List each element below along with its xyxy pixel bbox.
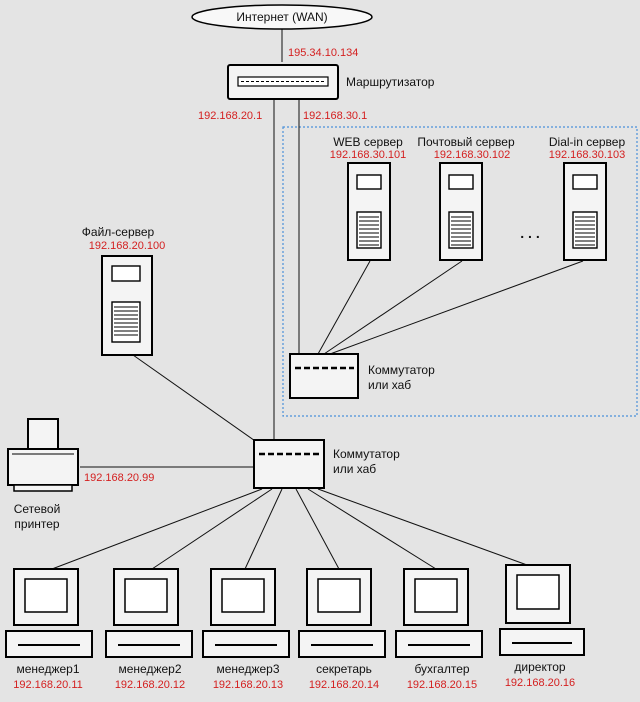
link-file-server-main-switch bbox=[132, 354, 259, 444]
workstation-1-ip: 192.168.20.11 bbox=[13, 679, 83, 691]
server-web-vent bbox=[356, 211, 382, 249]
server-dialin-drive bbox=[572, 174, 598, 190]
file-server-ip: 192.168.20.100 bbox=[89, 240, 165, 252]
link-dmz-switch-mail bbox=[323, 260, 463, 355]
printer-line2: принтер bbox=[14, 517, 60, 531]
main-switch-line2: или хаб bbox=[333, 462, 376, 476]
main-switch-icon bbox=[253, 439, 325, 489]
workstation-2-name: менеджер2 bbox=[118, 662, 181, 676]
internet-ip: 195.34.10.134 bbox=[288, 47, 358, 59]
main-switch-node: Коммутатор или хаб bbox=[253, 439, 400, 489]
router-ip-left: 192.168.20.1 bbox=[198, 110, 262, 122]
server-dialin-name: Dial-in сервер bbox=[549, 135, 626, 149]
link-switch-pc5 bbox=[307, 488, 437, 570]
servers-ellipsis: . . . bbox=[520, 225, 539, 241]
workstation-2: менеджер2 192.168.20.12 bbox=[105, 568, 193, 691]
link-dmz-switch-web bbox=[317, 260, 371, 355]
server-mail-ip: 192.168.30.102 bbox=[434, 149, 510, 161]
workstation-1: менеджер1 192.168.20.11 bbox=[5, 568, 93, 691]
router-node: Маршрутизатор 192.168.20.1 192.168.30.1 bbox=[198, 64, 435, 122]
workstation-3-ip: 192.168.20.13 bbox=[213, 679, 283, 691]
link-switch-pc4 bbox=[295, 488, 340, 570]
workstation-2-ip: 192.168.20.12 bbox=[115, 679, 185, 691]
link-switch-pc6 bbox=[317, 488, 539, 570]
internet-cloud-icon bbox=[191, 4, 373, 30]
link-switch-pc2 bbox=[151, 488, 273, 570]
link-dmz-switch-dialin bbox=[329, 260, 584, 355]
workstation-6: директор 192.168.20.16 bbox=[499, 564, 585, 689]
file-server-name: Файл-сервер bbox=[82, 225, 155, 239]
printer-icon bbox=[7, 418, 79, 492]
workstation-4-name: секретарь bbox=[316, 662, 372, 676]
workstation-4: секретарь 192.168.20.14 bbox=[298, 568, 386, 691]
printer-line1: Сетевой bbox=[14, 502, 61, 516]
router-ip-right: 192.168.30.1 bbox=[303, 110, 367, 122]
printer-ip: 192.168.20.99 bbox=[84, 472, 154, 484]
file-server-drive bbox=[111, 265, 141, 282]
workstation-5-ip: 192.168.20.15 bbox=[407, 679, 477, 691]
file-server-node: Файл-сервер 192.168.20.100 bbox=[82, 225, 165, 356]
file-server-vent bbox=[111, 301, 141, 343]
internet-node: Интернет (WAN) 195.34.10.134 bbox=[191, 4, 373, 59]
dmz-switch-line2: или хаб bbox=[368, 378, 411, 392]
workstation-6-ip: 192.168.20.16 bbox=[505, 677, 575, 689]
dmz-switch-node: Коммутатор или хаб bbox=[289, 353, 435, 399]
link-switch-pc3 bbox=[244, 488, 283, 570]
server-mail-name: Почтовый сервер bbox=[417, 135, 515, 149]
printer-node: 192.168.20.99 Сетевой принтер bbox=[7, 418, 154, 531]
server-web-ip: 192.168.30.101 bbox=[330, 149, 406, 161]
workstation-5: бухгалтер 192.168.20.15 bbox=[395, 568, 483, 691]
main-switch-line1: Коммутатор bbox=[333, 447, 400, 461]
server-mail: Почтовый сервер 192.168.30.102 bbox=[417, 135, 515, 261]
internet-label: Интернет (WAN) bbox=[236, 10, 327, 24]
workstation-6-name: директор bbox=[514, 660, 565, 674]
workstation-3: менеджер3 192.168.20.13 bbox=[202, 568, 290, 691]
workstation-3-name: менеджер3 bbox=[216, 662, 279, 676]
server-dialin: Dial-in сервер 192.168.30.103 bbox=[549, 135, 626, 261]
workstation-1-name: менеджер1 bbox=[16, 662, 79, 676]
server-dialin-ip: 192.168.30.103 bbox=[549, 149, 625, 161]
server-web: WEB сервер 192.168.30.101 bbox=[330, 135, 406, 261]
connections bbox=[51, 29, 584, 570]
server-mail-vent bbox=[448, 211, 474, 249]
server-web-name: WEB сервер bbox=[333, 135, 403, 149]
dmz-switch-line1: Коммутатор bbox=[368, 363, 435, 377]
dmz-switch-icon bbox=[289, 353, 359, 399]
server-mail-drive bbox=[448, 174, 474, 190]
link-switch-pc1 bbox=[51, 488, 263, 570]
workstation-4-ip: 192.168.20.14 bbox=[309, 679, 379, 691]
server-web-drive bbox=[356, 174, 382, 190]
server-dialin-vent bbox=[572, 211, 598, 249]
dmz-zone-border bbox=[282, 126, 638, 417]
router-label: Маршрутизатор bbox=[346, 75, 435, 89]
workstation-5-name: бухгалтер bbox=[414, 662, 469, 676]
